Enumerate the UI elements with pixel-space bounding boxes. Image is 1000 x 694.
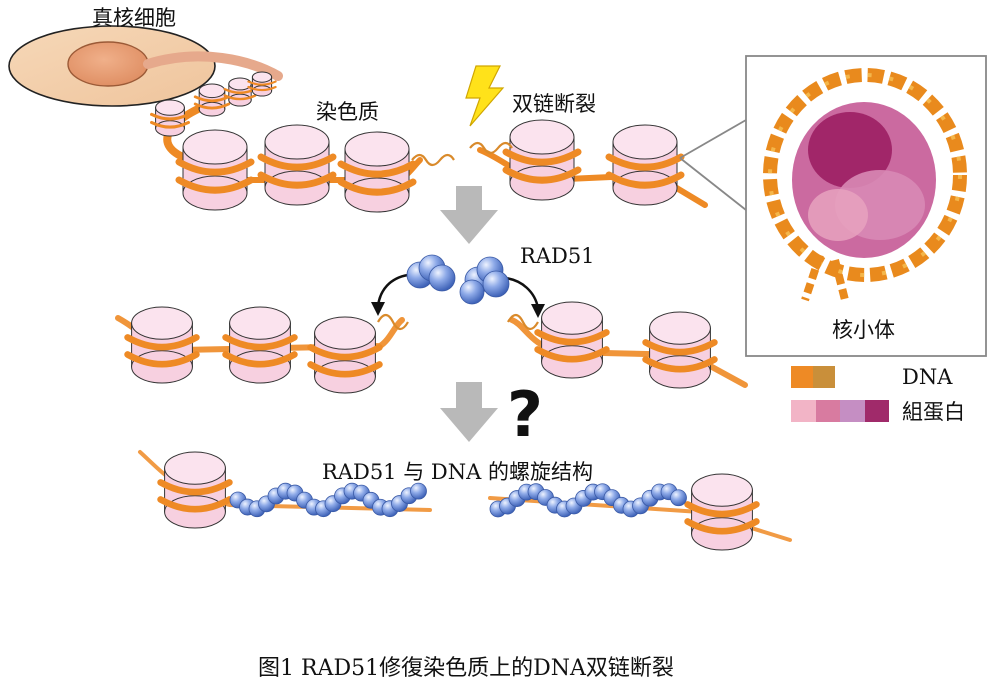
nucleosome: [150, 99, 190, 137]
rad51-ball: [428, 264, 456, 292]
down-arrow-icon: [440, 186, 498, 442]
chromatin-label: 染色质: [316, 100, 379, 124]
rad51-ball: [670, 489, 687, 507]
rad51-proteins: [229, 254, 687, 518]
histone-swatch-3: [840, 400, 865, 422]
lightning-bolt-icon: [465, 65, 505, 127]
legend-histone-swatch: [791, 400, 889, 422]
nucleosome: [337, 131, 417, 213]
nucleosome: [193, 83, 231, 117]
nucleosome: [247, 71, 277, 97]
histone-swatch-2: [815, 400, 840, 422]
dna-swatch-2: [813, 366, 835, 388]
rad51-ball: [459, 279, 485, 305]
curved-arrow-icon: [376, 273, 540, 309]
figure-caption: 图1 RAD51修復染色质上的DNA双链断裂: [258, 656, 674, 681]
nucleosome: [175, 129, 255, 211]
rad51-ball: [410, 482, 427, 500]
nucleosome: [307, 316, 383, 394]
nucleosome: [124, 306, 200, 384]
eukaryotic-cell-label: 真核细胞: [92, 6, 176, 30]
rad51-label: RAD51: [520, 244, 595, 268]
nucleosome: [642, 311, 718, 389]
rad51-dna-helix-label: RAD51 与 DNA 的螺旋结构: [322, 460, 593, 484]
dna-break-ends: [377, 141, 539, 331]
legend-histone-label: 組蛋白: [902, 400, 965, 424]
nucleosome-inset: [679, 55, 987, 357]
rad51-ball: [482, 270, 510, 298]
nucleosome: [605, 124, 685, 206]
double-strand-break-label: 双链断裂: [512, 92, 596, 116]
nucleosome: [502, 119, 582, 201]
question-mark: ?: [507, 378, 543, 451]
nucleosome-label: 核小体: [832, 318, 895, 342]
legend-dna-swatch: [791, 366, 835, 388]
nucleosome: [534, 301, 610, 379]
nucleosome: [157, 451, 233, 529]
nucleosome-structure-image: [763, 68, 967, 302]
curved-arrow-heads: [371, 302, 545, 318]
nucleosome: [257, 124, 337, 206]
nucleosome: [223, 77, 257, 107]
nucleosome: [684, 473, 760, 551]
histone-swatch-1: [791, 400, 816, 422]
histone-swatch-4: [864, 400, 889, 422]
nucleosome-group: [124, 71, 760, 551]
dna-swatch-1: [791, 366, 813, 388]
eukaryotic-cell: [8, 25, 283, 107]
legend-dna-label: DNA: [902, 365, 953, 389]
nucleosome: [222, 306, 298, 384]
